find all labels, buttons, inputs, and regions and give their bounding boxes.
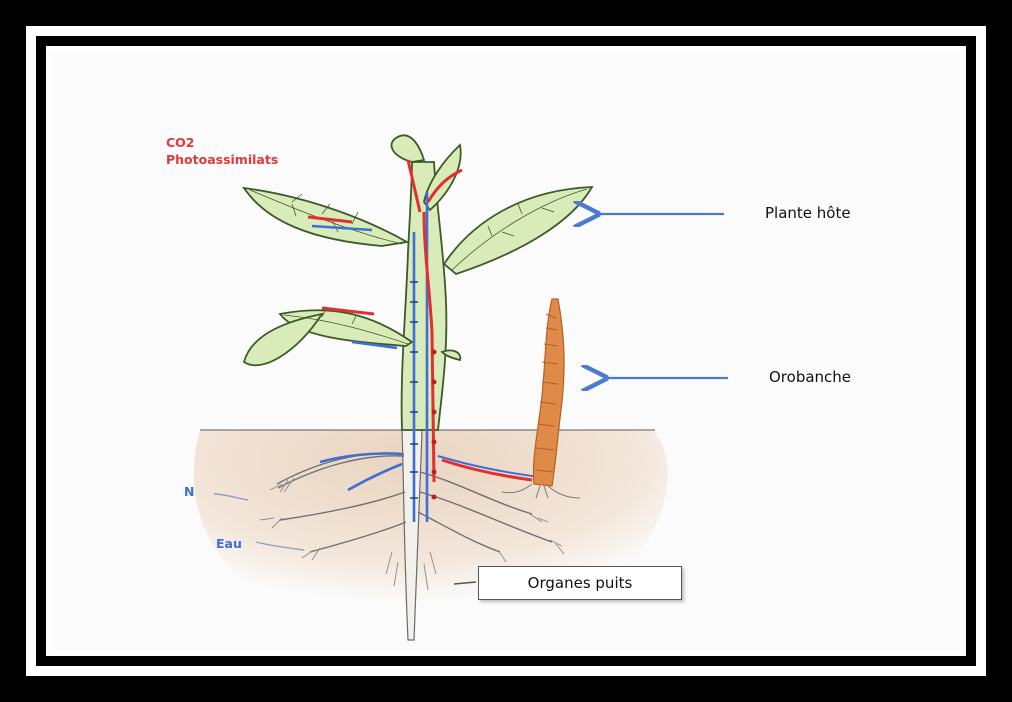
soil-area [194, 430, 668, 632]
label-plante-hote: Plante hôte [765, 204, 851, 222]
leaf-lower-left [244, 314, 322, 365]
label-photoassimilats: Photoassimilats [166, 151, 278, 168]
diagram-canvas: CO2 Photoassimilats Plante hôte Orobanch… [52, 52, 960, 650]
label-organes-puits: Organes puits [478, 566, 682, 600]
apex-bud [391, 135, 424, 162]
label-co2: CO2 [166, 134, 195, 151]
label-orobanche: Orobanche [769, 368, 851, 386]
leaf-upper-right [444, 187, 592, 274]
label-n: N [184, 484, 194, 499]
label-eau: Eau [216, 536, 242, 551]
leaf-upper-left [244, 188, 407, 246]
